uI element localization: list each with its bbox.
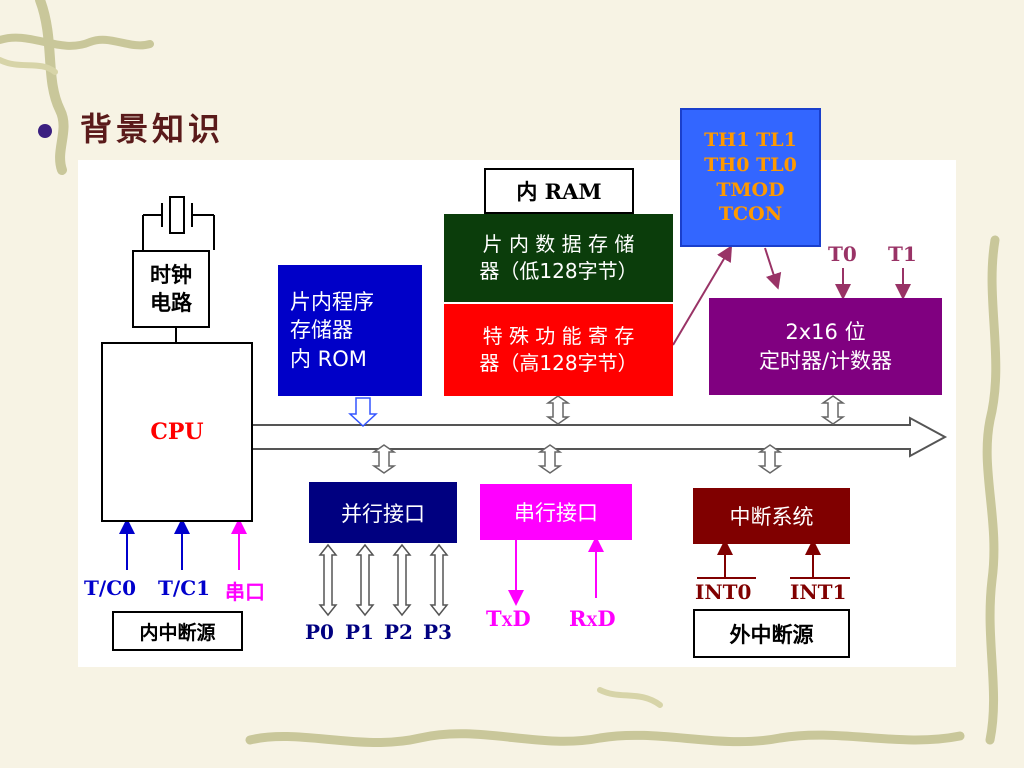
reg-th0-tl0: TH0 TL0 (704, 153, 797, 176)
internal-interrupt-sources-box: 内中断源 (112, 611, 243, 651)
external-interrupt-sources-box: 外中断源 (693, 609, 850, 658)
cpu-box: CPU (101, 342, 253, 522)
int1-label: INT1 (790, 580, 847, 604)
reg-tmod: TMOD (716, 178, 785, 201)
serial-port-source-label: 串口 (225, 580, 265, 604)
rom-bus-arrow (348, 397, 378, 428)
reg-tcon: TCON (718, 203, 783, 226)
timer-counter-box: 2x16 位 定时器/计数器 (709, 298, 942, 395)
clock-circuit-box: 时钟 电路 (132, 250, 210, 328)
reg-th1-tl1: TH1 TL1 (704, 129, 797, 152)
tc1-label: T/C1 (158, 576, 211, 600)
t0-input-label: T0 (828, 242, 857, 266)
bus-connector-arrows (371, 395, 846, 474)
port-p2-label: P2 (384, 620, 413, 644)
sfr-box: 特 殊 功 能 寄 存 器（高128字节） (444, 304, 673, 396)
interrupt-system-box: 中断系统 (693, 488, 850, 544)
port-p3-label: P3 (423, 620, 452, 644)
tc0-label: T/C0 (84, 576, 137, 600)
bullet-icon (38, 124, 52, 138)
serial-interface-box: 串行接口 (480, 484, 632, 540)
crystal-oscillator-icon (142, 196, 215, 250)
txd-label: TXD (486, 606, 531, 631)
system-bus-arrow (253, 416, 948, 458)
int0-label: INT0 (695, 580, 752, 604)
timer-registers-box: TH1 TL1 TH0 TL0 TMOD TCON (680, 108, 821, 247)
page-title: 背景知识 (80, 110, 225, 148)
program-memory-rom-box: 片内程序 存储器 内 ROM (278, 265, 422, 396)
internal-ram-label: 内 RAM (484, 168, 634, 214)
parallel-interface-box: 并行接口 (309, 482, 457, 543)
port-p1-label: P1 (345, 620, 374, 644)
port-arrows (318, 543, 449, 617)
data-memory-low-box: 片 内 数 据 存 储 器（低128字节） (444, 214, 673, 302)
rxd-label: RXD (569, 606, 616, 631)
port-p0-label: P0 (305, 620, 334, 644)
t1-input-label: T1 (888, 242, 917, 266)
